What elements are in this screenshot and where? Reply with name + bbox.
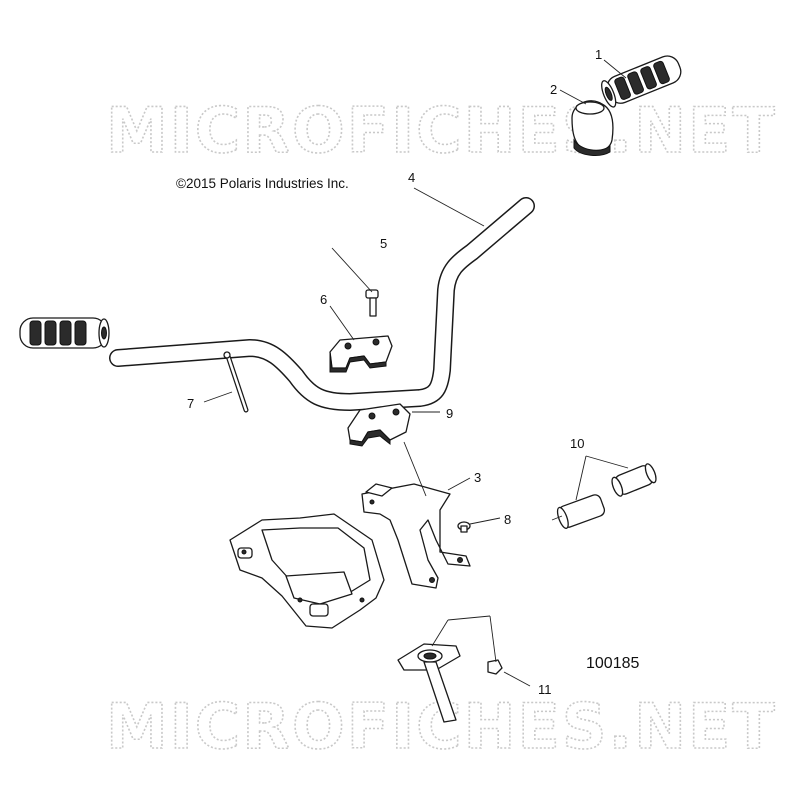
drawing-number: 100185 <box>586 655 639 672</box>
part-5-bolt[interactable] <box>365 289 379 317</box>
part-4-handlebar[interactable] <box>109 197 535 411</box>
part-3-bracket[interactable] <box>361 483 471 589</box>
watermark-top: MICROFICHES.NET <box>106 94 777 167</box>
callout-5: 5 <box>380 236 387 251</box>
part-2-grip-sleeve[interactable] <box>571 100 614 156</box>
left-grip[interactable] <box>19 317 110 349</box>
part-9-lower-clamp[interactable] <box>347 403 411 447</box>
callout-1: 1 <box>595 47 602 62</box>
callout-8: 8 <box>504 512 511 527</box>
part-8-screw[interactable] <box>457 521 471 533</box>
callout-11: 11 <box>538 682 552 697</box>
part-7-rod[interactable] <box>223 351 249 413</box>
callout-9: 9 <box>446 406 453 421</box>
headlight-pod[interactable] <box>229 513 385 629</box>
callout-6: 6 <box>320 292 327 307</box>
callout-2: 2 <box>550 82 557 97</box>
part-11-nut[interactable] <box>487 659 503 675</box>
part-1-right-grip[interactable] <box>599 52 685 108</box>
steering-post-flange[interactable] <box>397 643 461 723</box>
callout-7: 7 <box>187 396 194 411</box>
leader-lines <box>203 59 629 687</box>
callout-labels: 1 2 3 4 5 6 7 8 9 10 11 <box>187 47 602 697</box>
part-6-upper-clamp[interactable] <box>329 335 393 373</box>
copyright-text: ©2015 Polaris Industries Inc. <box>176 176 349 191</box>
callout-10: 10 <box>570 436 584 451</box>
callout-3: 3 <box>474 470 481 485</box>
callout-4: 4 <box>408 170 415 185</box>
part-10-bar-end-plugs[interactable] <box>551 462 658 529</box>
